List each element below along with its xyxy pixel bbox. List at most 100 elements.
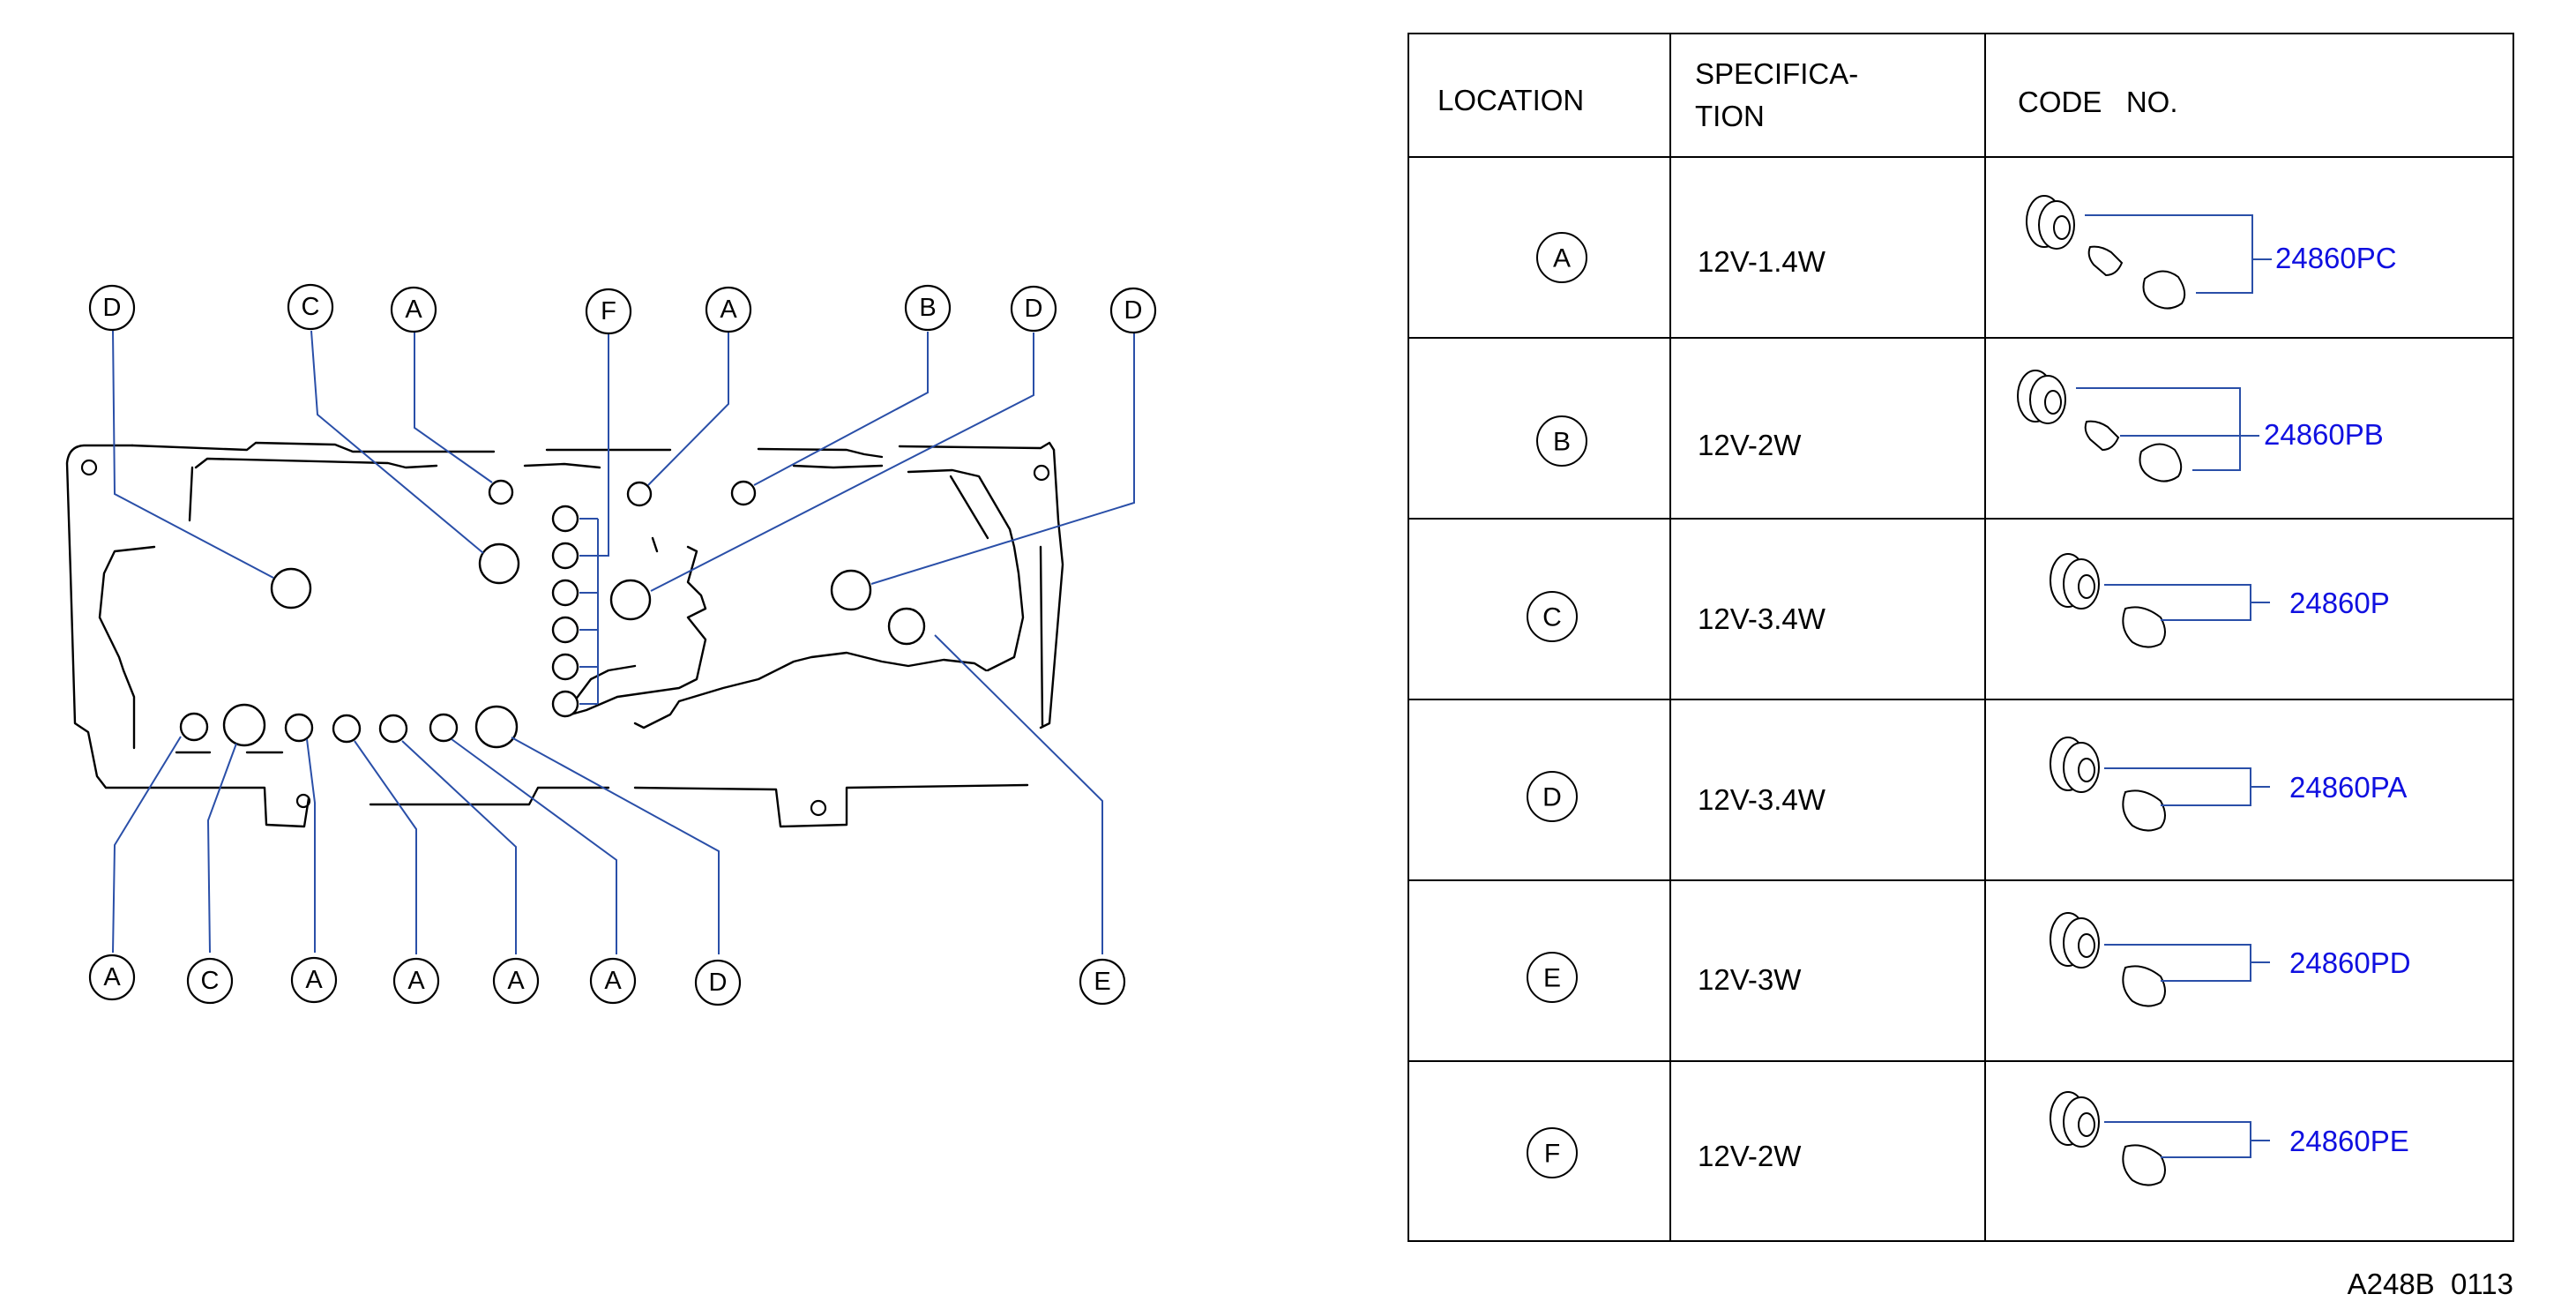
mounting-hole	[80, 459, 98, 476]
table-row: B 12V-2W 24860PB	[1536, 370, 2384, 482]
bulb-kit-bracket	[2104, 1121, 2270, 1158]
callout-c: C	[287, 283, 334, 331]
callout-label: B	[919, 294, 936, 322]
bulb-kit-icon	[2026, 195, 2186, 310]
mounting-holes	[80, 459, 1050, 817]
callout-label: C	[302, 293, 320, 321]
mounting-hole	[295, 793, 311, 809]
bulb-socket-f	[551, 653, 579, 681]
table-row: C 12V-3.4W 24860P	[1527, 553, 2390, 648]
drawing-reference-number: A248B 0113	[2348, 1268, 2513, 1300]
row-spec: 12V-3.4W	[1698, 783, 1826, 816]
callout-label: A	[405, 295, 422, 324]
bulb-socket-a	[284, 713, 314, 743]
callout-label: E	[1094, 968, 1110, 996]
row-spec: 12V-1.4W	[1698, 245, 1826, 278]
callout-label: C	[201, 967, 220, 995]
callout-label: A	[305, 966, 323, 994]
callout-label: D	[103, 294, 122, 322]
row-code: 24860PC	[2275, 242, 2397, 274]
bulb-socket-f	[551, 505, 579, 533]
callout-label: A	[604, 967, 622, 995]
bulb-socket-c	[478, 542, 520, 585]
callout-a: A	[290, 956, 338, 1004]
header-specification-line2: TION	[1695, 100, 1765, 132]
table-row: A 12V-1.4W 24860PC	[1536, 195, 2397, 310]
row-spec: 12V-3.4W	[1698, 602, 1826, 635]
bulb-socket-f	[551, 616, 579, 644]
callout-a: A	[88, 954, 136, 1001]
top-callouts: D C A F A B D D	[88, 283, 1157, 335]
bulb-kit-icon	[2050, 737, 2166, 832]
table-row: F 12V-2W 24860PE	[1527, 1091, 2409, 1186]
bulb-kit-bracket	[2076, 387, 2259, 471]
bulb-socket-e	[887, 607, 926, 646]
bulb-socket-c	[222, 703, 266, 747]
bulb-kit-bracket	[2085, 214, 2272, 294]
bulb-socket-f	[551, 542, 579, 570]
bulb-socket-a	[332, 714, 362, 744]
bulb-socket-a	[378, 714, 408, 744]
callout-d: D	[1010, 285, 1057, 333]
bulb-socket-a	[179, 712, 209, 742]
mounting-hole	[1033, 464, 1050, 482]
row-code: 24860PD	[2289, 946, 2411, 979]
row-location: C	[1542, 603, 1562, 632]
callout-label: D	[1124, 296, 1143, 325]
cluster-outline	[65, 441, 1064, 828]
row-code: 24860PA	[2289, 771, 2407, 804]
callout-a: A	[392, 957, 440, 1005]
mounting-hole	[810, 799, 827, 817]
row-spec: 12V-3W	[1698, 963, 1802, 996]
bulb-kit-icon	[2050, 553, 2166, 648]
bulb-socket-a	[429, 713, 459, 743]
row-location: F	[1544, 1140, 1560, 1169]
callout-d: D	[1109, 287, 1157, 334]
callout-a: A	[705, 286, 752, 333]
callout-label: D	[709, 969, 728, 997]
callout-f: F	[585, 288, 632, 335]
callout-c: C	[186, 957, 234, 1005]
bulb-socket-d	[474, 705, 519, 749]
callout-d: D	[694, 959, 742, 1006]
table-row: E 12V-3W 24860PD	[1527, 912, 2411, 1007]
callout-label: A	[507, 967, 525, 995]
row-code: 24860P	[2289, 587, 2390, 619]
row-location: E	[1543, 964, 1561, 993]
bulb-sockets	[179, 479, 926, 749]
bulb-kit-icon	[2050, 912, 2166, 1007]
bulb-kit-bracket	[2104, 584, 2270, 621]
callout-label: A	[720, 295, 737, 324]
leader-lines	[112, 329, 1135, 954]
row-code: 24860PE	[2289, 1125, 2409, 1157]
row-location: D	[1542, 783, 1562, 812]
callout-label: D	[1025, 295, 1043, 323]
bulb-kit-icon	[2050, 1091, 2166, 1186]
table-row: D 12V-3.4W 24860PA	[1527, 737, 2407, 832]
bulb-spec-table: LOCATION SPECIFICA- TION CODE NO. A 12V-…	[1407, 33, 2514, 1242]
bulb-socket-b	[730, 480, 757, 506]
bulb-socket-a	[488, 479, 514, 505]
header-specification-line1: SPECIFICA-	[1695, 57, 1858, 90]
callout-label: F	[601, 297, 616, 325]
header-location: LOCATION	[1437, 84, 1584, 116]
row-location: A	[1553, 244, 1571, 273]
callout-a: A	[390, 286, 437, 333]
row-location: B	[1553, 428, 1571, 457]
bottom-callouts: A C A A A A D E	[88, 954, 1126, 1006]
bulb-socket-f	[551, 579, 579, 607]
callout-b: B	[904, 284, 952, 332]
row-spec: 12V-2W	[1698, 429, 1802, 461]
bulb-socket-f	[551, 690, 579, 718]
callout-a: A	[589, 957, 637, 1005]
bulb-kit-bracket	[2104, 944, 2270, 982]
callout-label: A	[103, 963, 121, 991]
callout-d: D	[88, 284, 136, 332]
header-code-no: CODE NO.	[2018, 86, 2178, 118]
callout-e: E	[1079, 958, 1126, 1006]
callout-label: A	[407, 967, 425, 995]
bulb-kit-bracket	[2104, 767, 2270, 806]
bulb-socket-d	[830, 569, 872, 611]
row-code: 24860PB	[2264, 418, 2384, 451]
